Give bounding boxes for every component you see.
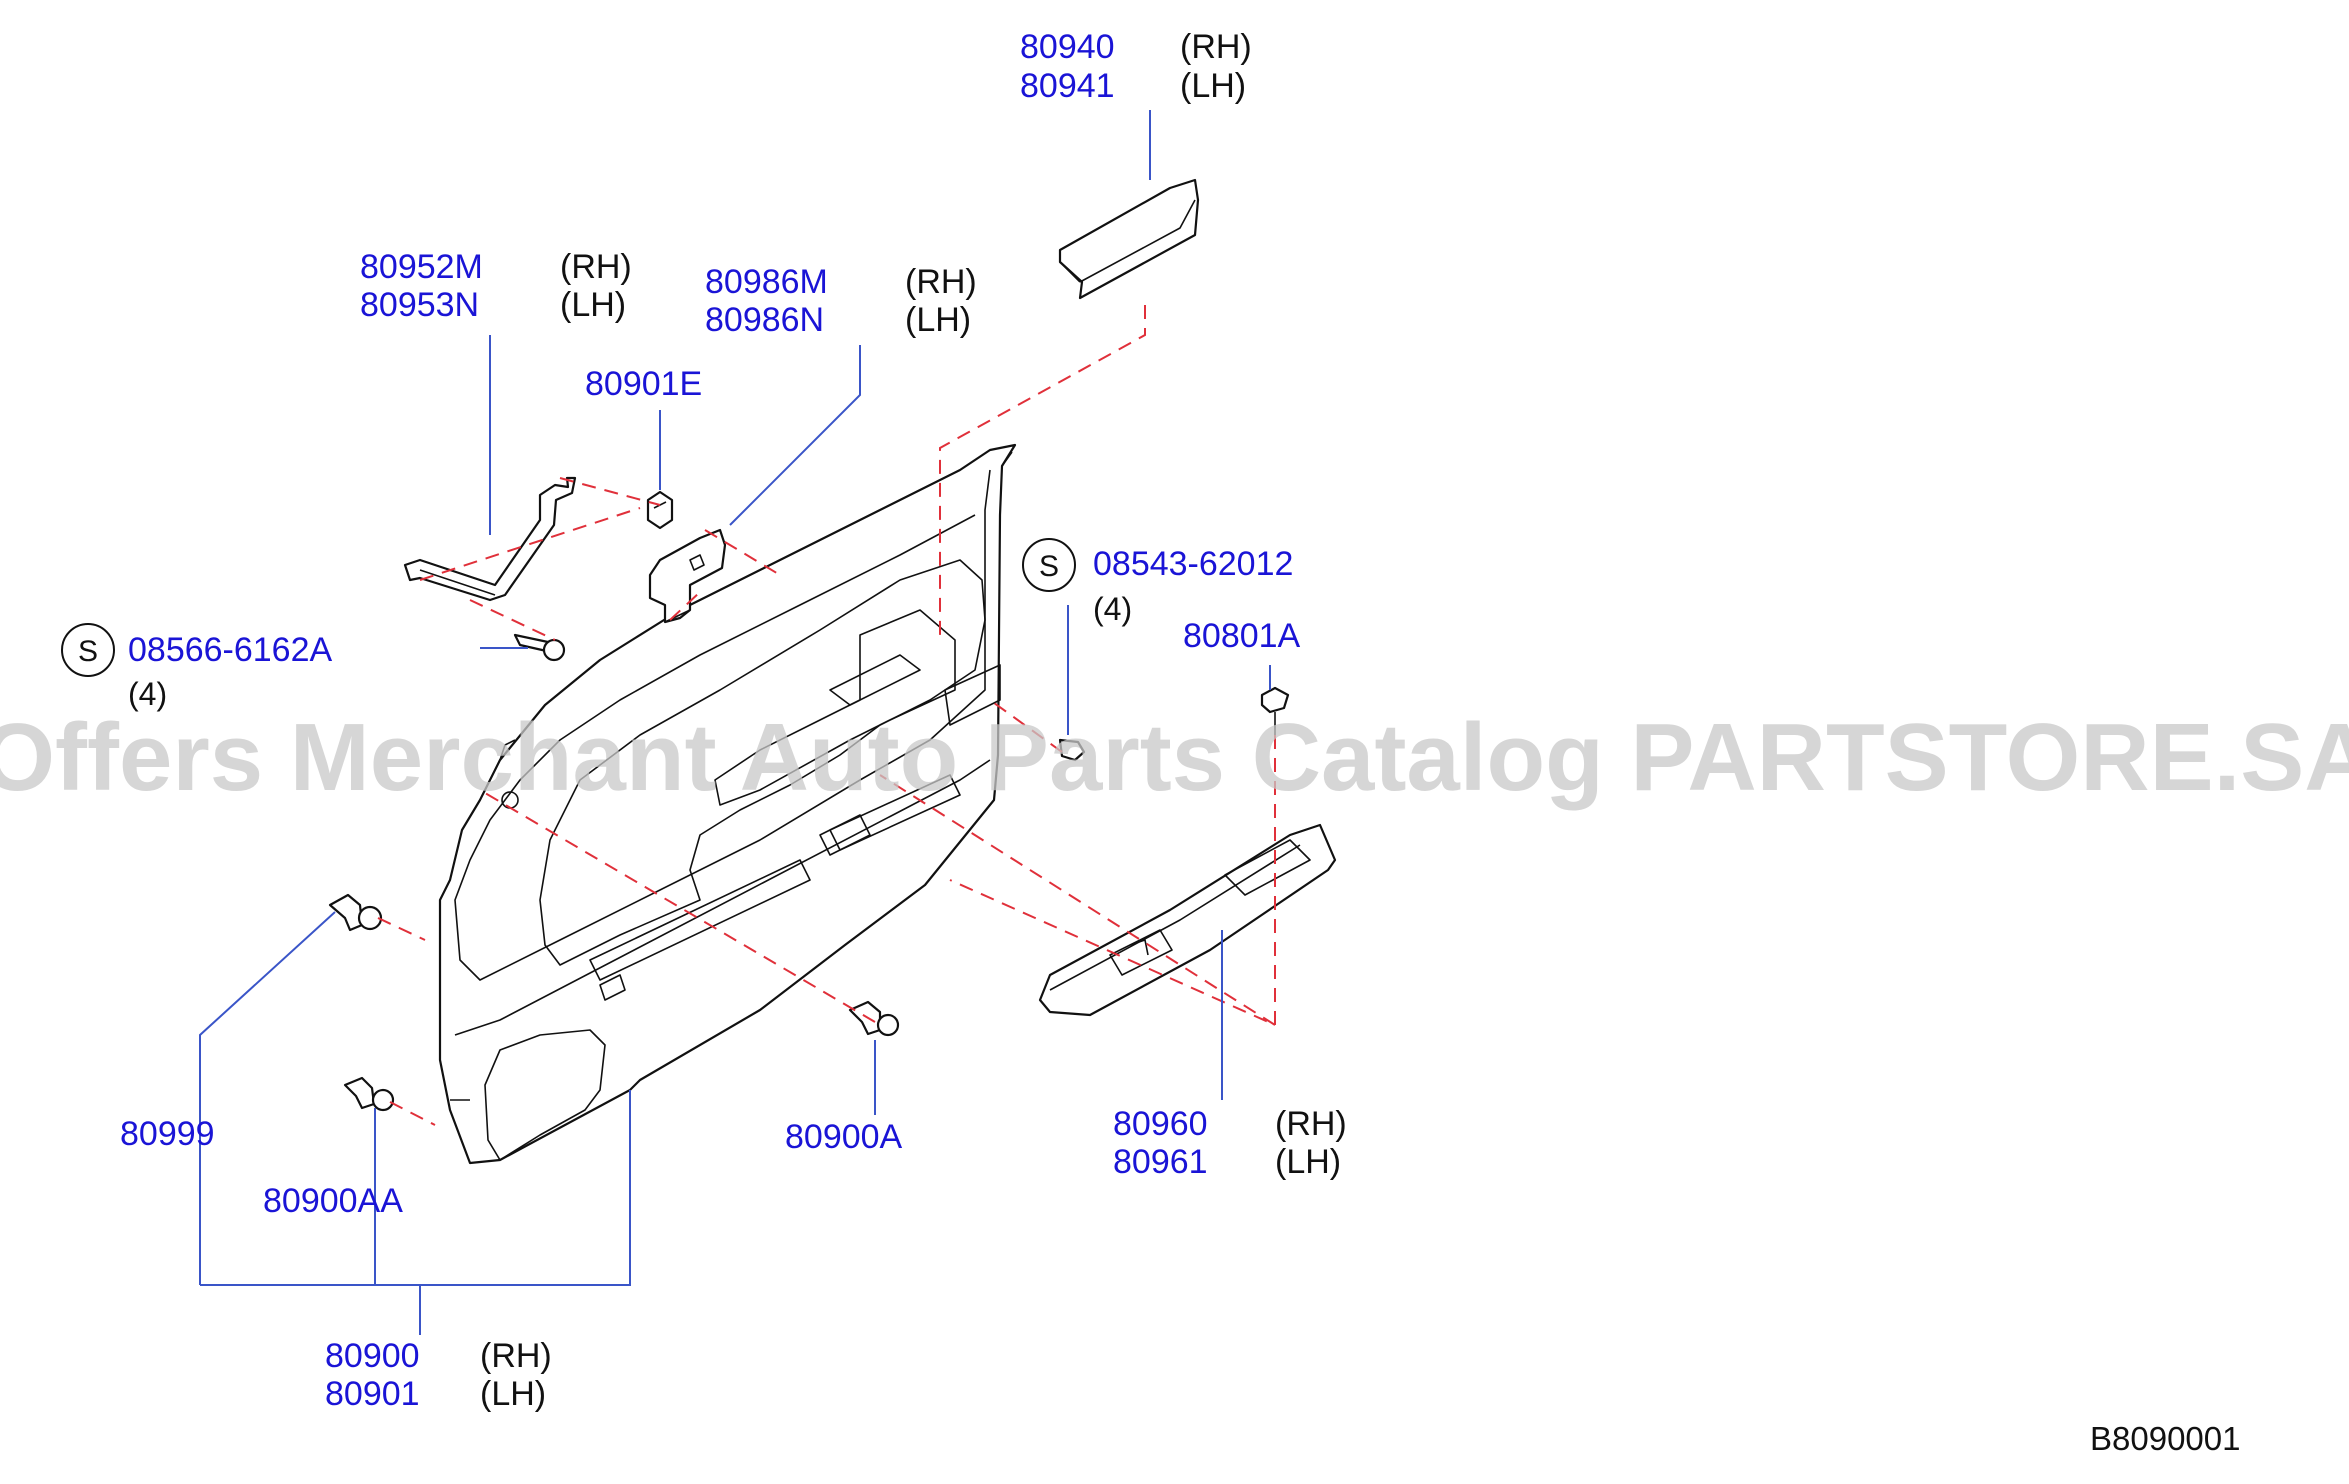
callout-lh: (LH) — [905, 301, 971, 339]
callout-80801a[interactable]: 80801A — [1183, 617, 1301, 655]
clip-80900aa — [343, 1076, 395, 1112]
callout-80999[interactable]: 80999 — [120, 1115, 215, 1153]
callout-80941[interactable]: 80941 — [1020, 67, 1115, 105]
callout-08566-6162a[interactable]: 08566-6162A — [128, 631, 333, 669]
callout-rh: (RH) — [1275, 1105, 1347, 1143]
clip-80999 — [328, 893, 383, 932]
callout-80901[interactable]: 80901 — [325, 1375, 420, 1413]
callout-rh: (RH) — [560, 248, 632, 286]
callout-lh: (LH) — [1275, 1143, 1341, 1181]
screw-08543 — [1058, 738, 1086, 762]
armrest-cover — [1058, 178, 1200, 300]
callout-rh: (RH) — [905, 263, 977, 301]
clip-80900a — [848, 1000, 900, 1037]
screw-80801a — [1260, 686, 1290, 735]
callout-80940[interactable]: 80940 — [1020, 28, 1115, 66]
callout-rh: (RH) — [480, 1337, 552, 1375]
callout-08543-62012[interactable]: 08543-62012 — [1093, 545, 1293, 583]
callout-lh: (LH) — [1180, 67, 1246, 105]
holder — [648, 528, 727, 624]
standard-part-mark: S — [1039, 550, 1059, 583]
callout-rh: (RH) — [1180, 28, 1252, 66]
screw-08566 — [513, 633, 566, 662]
callout-80901e[interactable]: 80901E — [585, 365, 702, 403]
callout-80986n[interactable]: 80986N — [705, 301, 824, 339]
standard-part-mark: S — [78, 635, 98, 668]
callout-qty: (4) — [1093, 591, 1132, 627]
callout-lh: (LH) — [560, 286, 626, 324]
callout-80900aa[interactable]: 80900AA — [263, 1182, 403, 1220]
watermark: Offers Merchant Auto Parts Catalog PARTS… — [0, 704, 2349, 811]
clip-80901e — [646, 490, 674, 530]
callout-80986m[interactable]: 80986M — [705, 263, 828, 301]
callout-80960[interactable]: 80960 — [1113, 1105, 1208, 1143]
standard-part-icon — [1022, 538, 1076, 592]
callout-lh: (LH) — [480, 1375, 546, 1413]
callout-80961[interactable]: 80961 — [1113, 1143, 1208, 1181]
leader-lines — [199, 110, 1271, 1335]
callout-80900[interactable]: 80900 — [325, 1337, 420, 1375]
diagram-code: B8090001 — [2090, 1420, 2240, 1457]
armrest-finisher — [1038, 823, 1337, 1017]
phantom-lines — [377, 305, 1276, 1126]
callout-80953n[interactable]: 80953N — [360, 286, 479, 324]
callout-80952m[interactable]: 80952M — [360, 248, 483, 286]
door-trim-panel — [438, 443, 1017, 1165]
standard-part-icon — [61, 623, 115, 677]
callout-qty: (4) — [128, 676, 167, 712]
callout-80900a[interactable]: 80900A — [785, 1118, 903, 1156]
bracket — [403, 476, 577, 602]
